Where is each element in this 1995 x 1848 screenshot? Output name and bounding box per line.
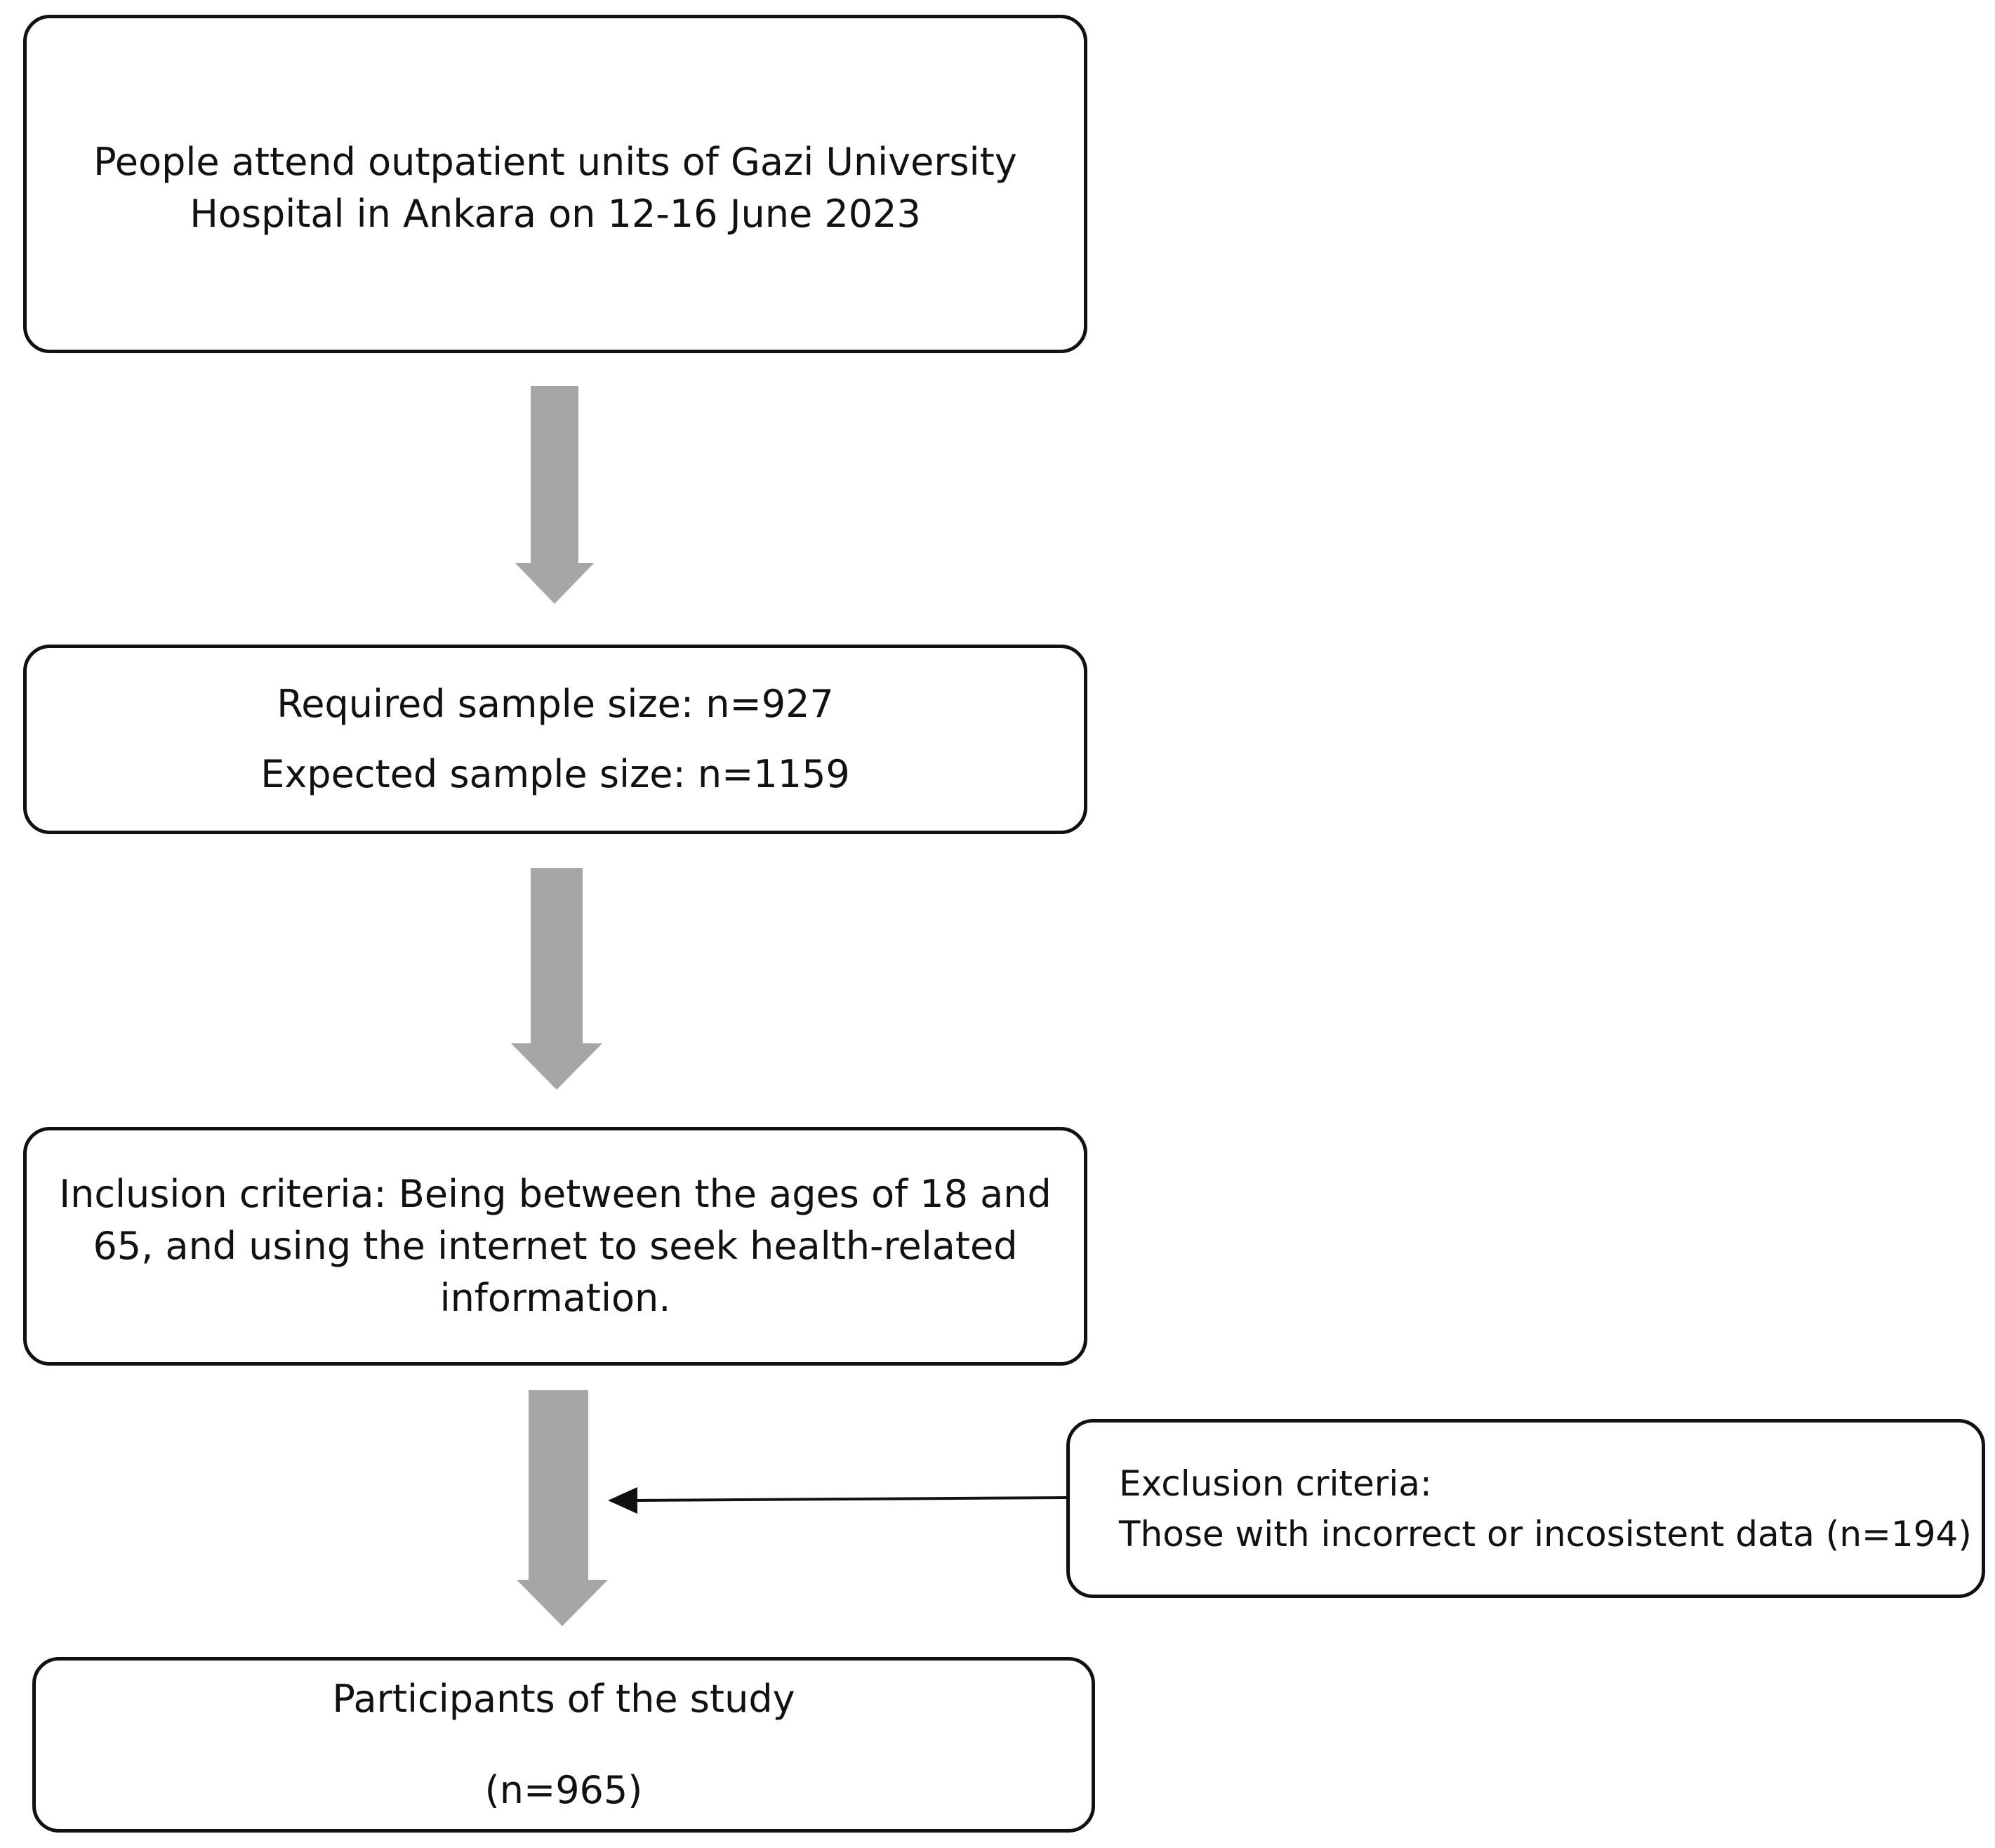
participants-box: Participants of the study (n=965)	[32, 1657, 1095, 1833]
population-line-1: People attend outpatient units of Gazi U…	[93, 140, 1017, 184]
inclusion-line-3: information.	[439, 1276, 671, 1320]
participants-label: Participants of the study	[332, 1677, 795, 1721]
required-sample-size: Required sample size: n=927	[277, 682, 834, 726]
sample-size-box: Required sample size: n=927 Expected sam…	[23, 645, 1087, 834]
population-box: People attend outpatient units of Gazi U…	[23, 15, 1087, 353]
exclusion-heading: Exclusion criteria:	[1119, 1463, 1432, 1504]
exclusion-connector-line	[631, 1496, 1067, 1502]
down-arrow-2	[511, 868, 602, 1090]
down-arrow-3	[517, 1390, 608, 1626]
inclusion-line-1: Inclusion criteria: Being between the ag…	[59, 1172, 1052, 1216]
expected-sample-size: Expected sample size: n=1159	[260, 752, 850, 796]
inclusion-criteria-box: Inclusion criteria: Being between the ag…	[23, 1127, 1087, 1366]
population-line-2: Hospital in Ankara on 12-16 June 2023	[190, 192, 921, 236]
participants-count: (n=965)	[484, 1768, 643, 1812]
exclusion-criteria-box: Exclusion criteria: Those with incorrect…	[1066, 1419, 1985, 1598]
exclusion-connector-arrowhead	[608, 1487, 637, 1514]
down-arrow-1	[515, 386, 594, 604]
inclusion-line-2: 65, and using the internet to seek healt…	[93, 1224, 1018, 1268]
exclusion-detail: Those with incorrect or incosistent data…	[1119, 1513, 1972, 1555]
